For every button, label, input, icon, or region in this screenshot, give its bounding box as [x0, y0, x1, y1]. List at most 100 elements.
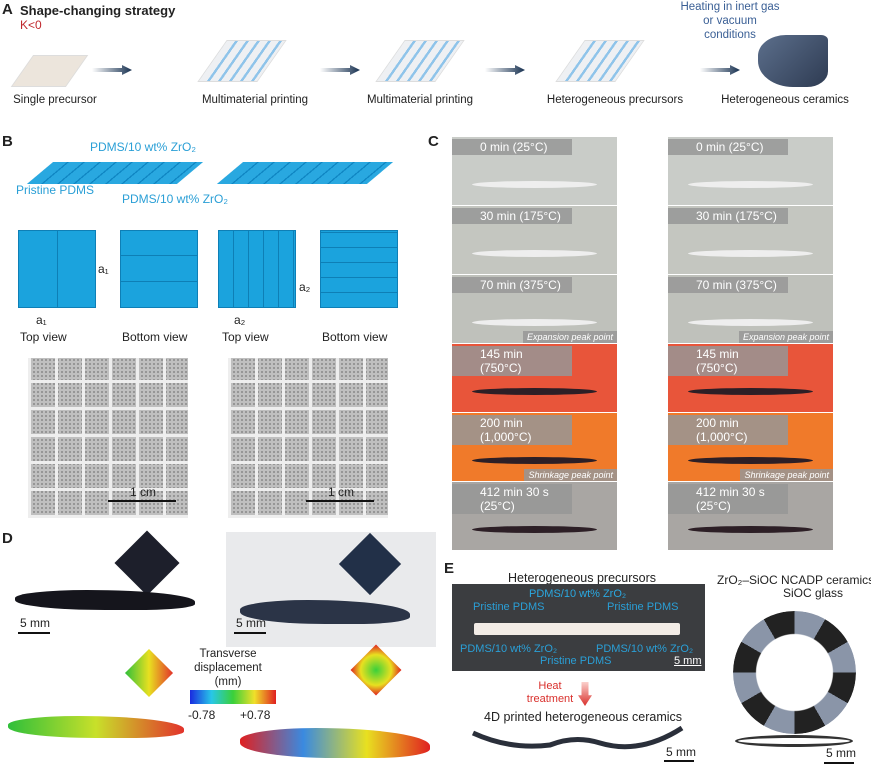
heating-label: Heating in inert gas or vacuum condition… — [680, 1, 780, 41]
a2-label: a₂ — [299, 280, 311, 294]
scale-label: 1 cm — [328, 485, 355, 499]
peak-label: Expansion peak point — [522, 331, 617, 343]
heating-photo: 0 min (25°C) — [668, 137, 833, 205]
colorbar-title: Transverse displacement (mm) — [194, 648, 262, 688]
step-label: Multimaterial printing — [366, 94, 474, 106]
ring-label-1: ZrO₂–SiOC NCADP ceramics — [717, 573, 871, 587]
sample-photo — [226, 532, 436, 647]
scale-bar — [234, 632, 266, 634]
panel-e-letter: E — [444, 560, 455, 577]
simulation-top-1 — [124, 648, 174, 698]
time-label: 200 min (1,000°C) — [668, 415, 788, 445]
simulation-side-2 — [240, 728, 430, 758]
sample — [472, 526, 597, 533]
heating-photo: 0 min (25°C) — [452, 137, 617, 205]
bilayer-model — [26, 162, 204, 184]
scale-label: 5 mm — [236, 616, 266, 630]
a1-label: a₁ — [98, 262, 109, 276]
top-view-label: Top view — [222, 330, 269, 344]
scale-label: 5 mm — [20, 616, 50, 630]
sample — [688, 250, 813, 257]
sample — [472, 457, 597, 464]
panel-d-letter: D — [2, 530, 13, 547]
k-label: K<0 — [20, 18, 42, 32]
scale-label: 5 mm — [674, 655, 702, 667]
heating-photo: 30 min (175°C) — [668, 206, 833, 274]
precursor-title: Heterogeneous precursors — [508, 571, 656, 585]
time-label: 145 min (750°C) — [452, 346, 572, 376]
sample-side-image-2 — [240, 600, 410, 624]
top-view-a1 — [18, 230, 96, 308]
zro2-label-top: PDMS/10 wt% ZrO₂ — [90, 140, 197, 154]
scale-bar — [18, 632, 50, 634]
step-label: Multimaterial printing — [201, 94, 309, 106]
ceramic-image — [758, 35, 828, 87]
label-pristine-right: Pristine PDMS — [607, 601, 679, 613]
sample — [688, 319, 813, 326]
label-zro2-left: PDMS/10 wt% ZrO₂ — [460, 643, 558, 655]
time-label: 412 min 30 s (25°C) — [452, 484, 572, 514]
precursor-photo: PDMS/10 wt% ZrO₂ Pristine PDMS Pristine … — [452, 584, 705, 671]
pristine-label: Pristine PDMS — [16, 183, 95, 197]
top-view-label: Top view — [20, 330, 67, 344]
heating-photo: 70 min (375°C) Expansion peak point — [668, 275, 833, 343]
sample — [472, 319, 597, 326]
arrow-icon — [700, 65, 740, 75]
result-label: 4D printed heterogeneous ceramics — [484, 710, 683, 724]
heating-photo: 70 min (375°C) Expansion peak point — [452, 275, 617, 343]
sample — [472, 181, 597, 188]
panel-a-letter: A — [2, 1, 13, 18]
time-label: 30 min (175°C) — [452, 208, 572, 224]
sample — [688, 388, 813, 395]
peak-label: Expansion peak point — [738, 331, 833, 343]
heating-photo: 200 min (1,000°C) Shrinkage peak point — [452, 413, 617, 481]
ceramic-ring-image — [733, 611, 856, 734]
sample — [688, 181, 813, 188]
heating-photo: 412 min 30 s (25°C) — [668, 482, 833, 550]
down-arrow-icon — [578, 682, 592, 706]
a2-label: a₂ — [234, 313, 246, 327]
printing-image-2 — [375, 40, 465, 82]
scale-bar — [108, 500, 176, 502]
heating-photo: 200 min (1,000°C)Shrinkage peak point — [668, 413, 833, 481]
simulation-side-1 — [8, 716, 184, 738]
time-label: 200 min (1,000°C) — [452, 415, 572, 445]
time-label: 145 min (750°C) — [668, 346, 788, 376]
label-pristine-left: Pristine PDMS — [473, 601, 545, 613]
arrow-icon — [320, 65, 360, 75]
panel-a-title: Shape-changing strategy — [20, 3, 176, 18]
time-label: 30 min (175°C) — [668, 208, 788, 224]
peak-label: Shrinkage peak point — [524, 469, 617, 481]
step-label: Heterogeneous precursors — [546, 94, 684, 106]
sample — [688, 457, 813, 464]
time-label: 0 min (25°C) — [452, 139, 572, 155]
time-label: 412 min 30 s (25°C) — [668, 484, 788, 514]
heating-photo: 145 min (750°C) — [668, 344, 833, 412]
bottom-view-a1 — [120, 230, 198, 308]
scale-label: 5 mm — [666, 745, 696, 759]
heterogeneous-precursor-image — [555, 40, 645, 82]
scale-bar — [664, 760, 694, 762]
bottom-view-label: Bottom view — [122, 330, 188, 344]
precursor-strip — [474, 623, 680, 635]
top-view-a2 — [218, 230, 296, 308]
single-precursor-image — [10, 55, 89, 87]
sample-side-image — [15, 590, 195, 610]
bottom-view-label: Bottom view — [322, 330, 388, 344]
colorbar — [190, 690, 276, 704]
scale-label: 1 cm — [130, 485, 157, 499]
time-label: 70 min (375°C) — [668, 277, 788, 293]
sample — [472, 250, 597, 257]
a1-label: a₁ — [36, 313, 47, 327]
scale-label: 5 mm — [826, 746, 856, 760]
time-label: 0 min (25°C) — [668, 139, 788, 155]
sample — [472, 388, 597, 395]
ceramic-strip-image — [471, 725, 684, 750]
printing-image-1 — [197, 40, 287, 82]
heating-photo: 30 min (175°C) — [452, 206, 617, 274]
label-zro2-right: PDMS/10 wt% ZrO₂ — [596, 643, 694, 655]
time-label: 70 min (375°C) — [452, 277, 572, 293]
colorbar-max: +0.78 — [240, 708, 271, 722]
arrow-icon — [92, 65, 132, 75]
scale-bar — [306, 500, 374, 502]
